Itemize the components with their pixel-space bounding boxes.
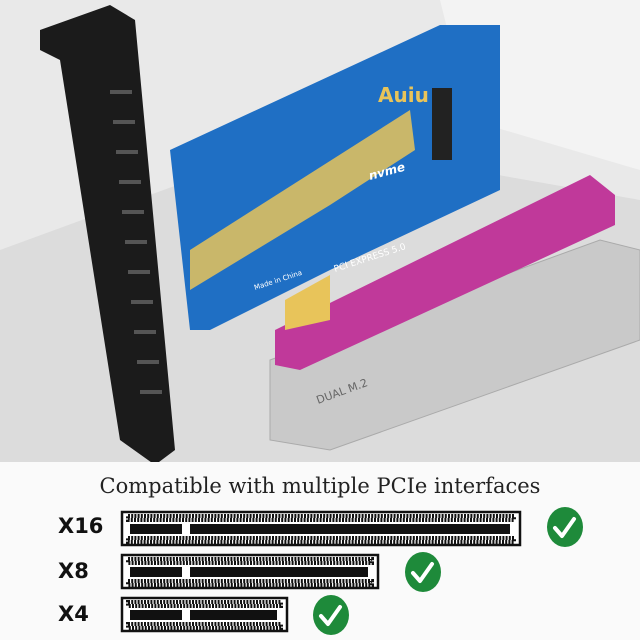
slot-x8 — [120, 553, 380, 590]
slot-x4 — [120, 596, 289, 633]
slot-label-x4: X4 — [58, 602, 89, 626]
slot-label-x8: X8 — [58, 559, 89, 583]
bracket-vents — [110, 90, 162, 394]
metal-bracket — [40, 5, 175, 465]
compatibility-caption: Compatible with multiple PCIe interfaces — [99, 474, 541, 498]
gold-contacts — [285, 275, 330, 330]
m2-gold-pad-area — [190, 110, 415, 290]
slot-label-x16: X16 — [58, 514, 104, 538]
m2-connector — [432, 88, 452, 160]
slot-x16 — [120, 510, 522, 547]
check-circle-icon — [547, 507, 583, 547]
check-circle-icon — [313, 595, 349, 635]
check-circle-icon — [405, 552, 441, 592]
brand-logo: Auiu — [378, 83, 429, 107]
m2-heatsink — [269, 239, 640, 451]
pcie-slot-riser — [275, 175, 615, 370]
